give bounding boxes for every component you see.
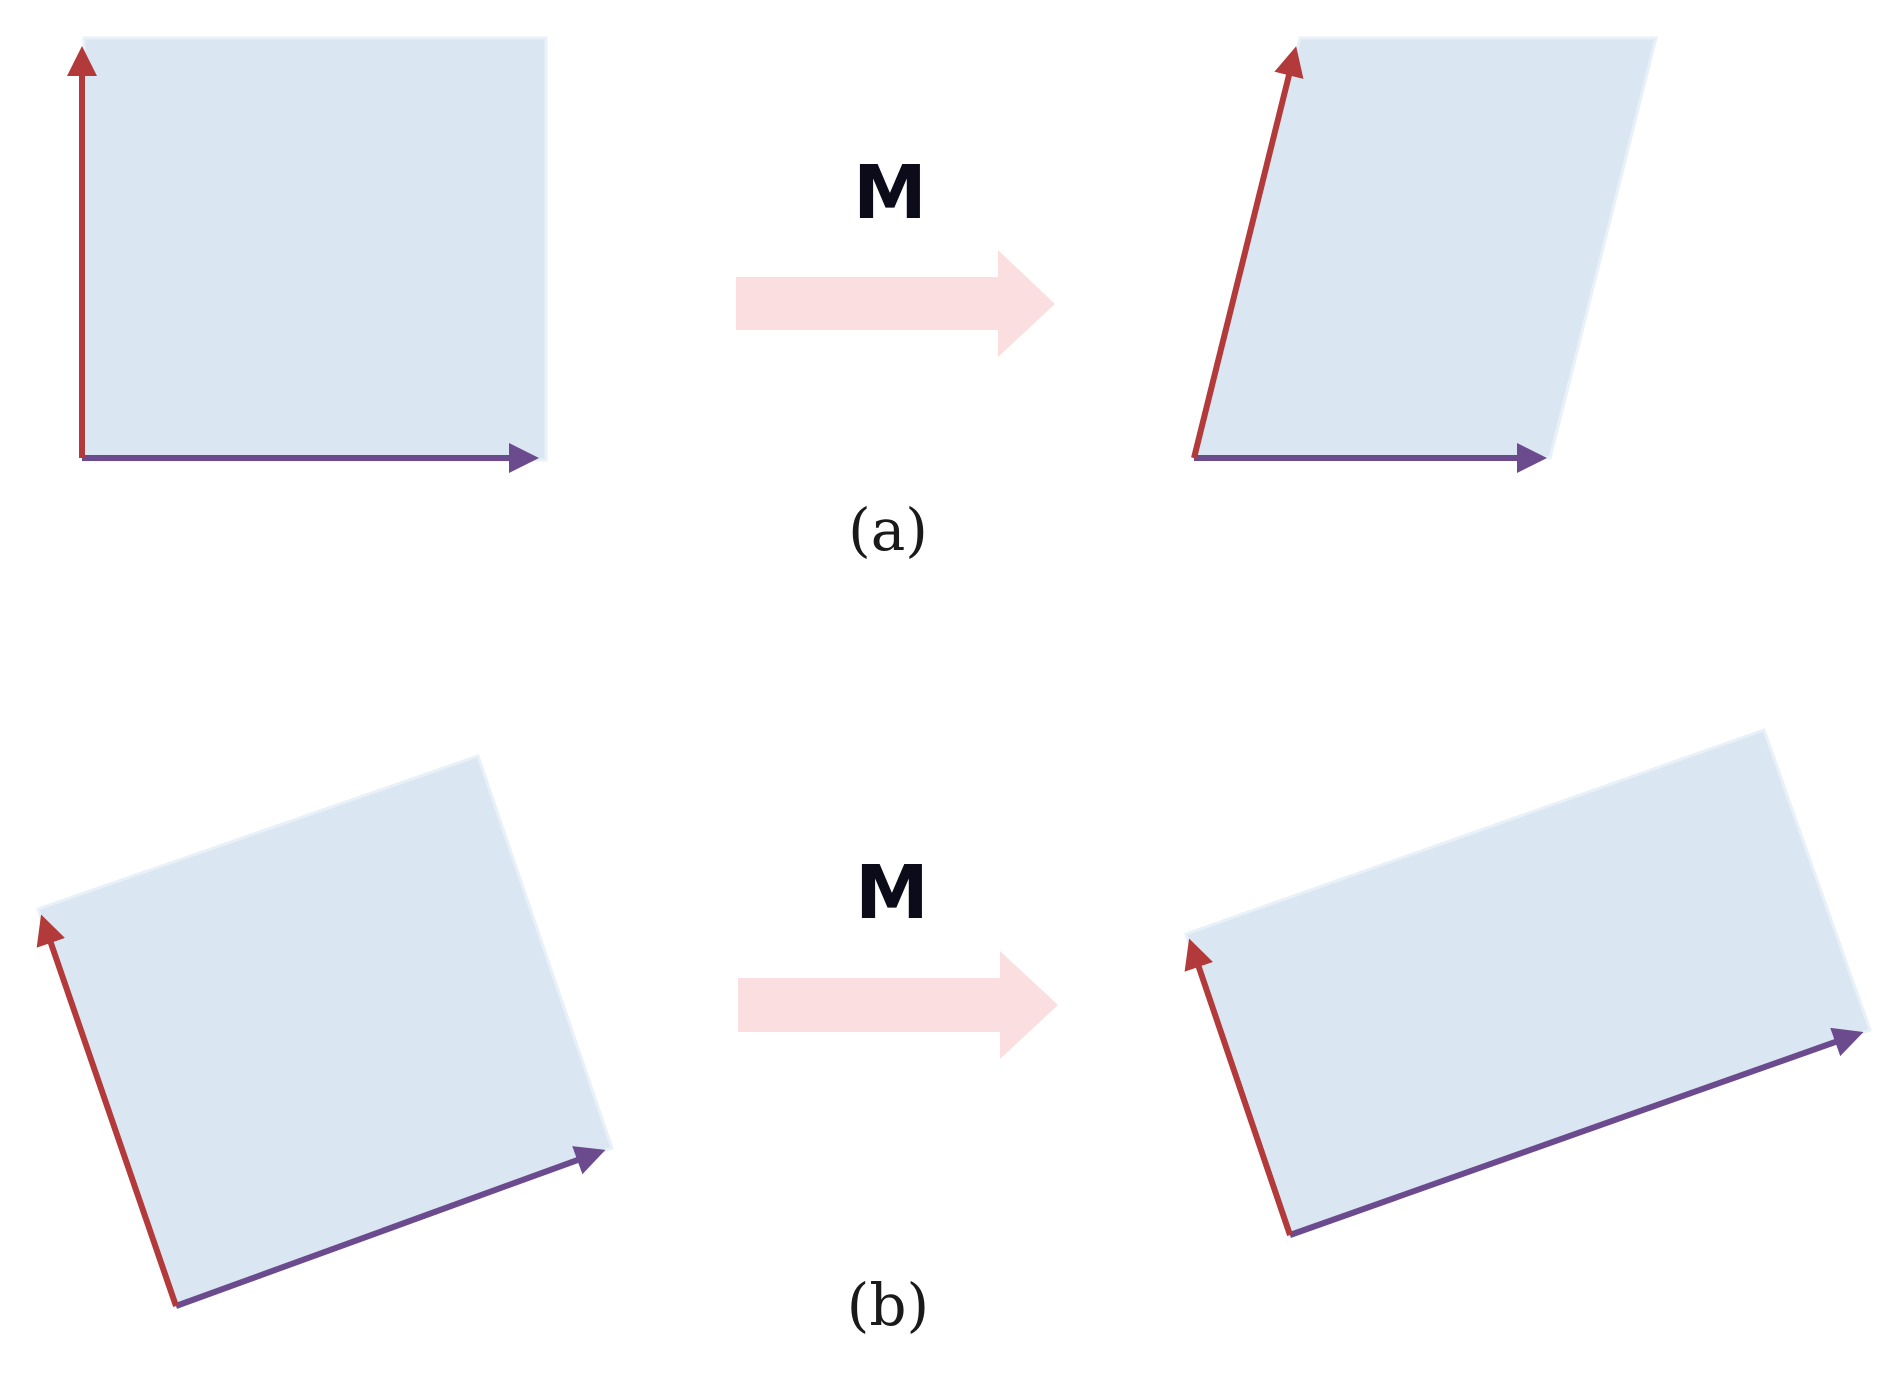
panel-a: M (a) bbox=[67, 36, 1658, 564]
basis-vector-purple bbox=[174, 1146, 606, 1309]
square-shape bbox=[82, 36, 548, 462]
panel-a-before bbox=[67, 36, 548, 473]
basis-vector-red bbox=[36, 914, 179, 1307]
panel-a-transform: M bbox=[736, 150, 1055, 357]
panel-b-transform: M bbox=[738, 850, 1058, 1059]
matrix-label: M bbox=[853, 150, 927, 236]
panel-b-after bbox=[1184, 728, 1872, 1239]
panel-b: M (b) bbox=[36, 728, 1872, 1339]
basis-vector-purple bbox=[1288, 1027, 1864, 1238]
block-arrow-right-icon bbox=[736, 250, 1055, 357]
parallelogram-shape bbox=[1192, 36, 1658, 460]
rotated-square-shape bbox=[36, 754, 614, 1308]
basis-vector-red bbox=[1191, 46, 1304, 459]
block-arrow-right-icon bbox=[738, 951, 1058, 1059]
panel-b-before bbox=[36, 754, 614, 1309]
panel-a-after bbox=[1191, 36, 1658, 473]
basis-vector-red bbox=[1184, 938, 1293, 1236]
matrix-label: M bbox=[855, 850, 929, 936]
panel-caption: (a) bbox=[848, 496, 928, 564]
panel-caption: (b) bbox=[847, 1271, 929, 1339]
rotated-rectangle-shape bbox=[1184, 728, 1872, 1239]
